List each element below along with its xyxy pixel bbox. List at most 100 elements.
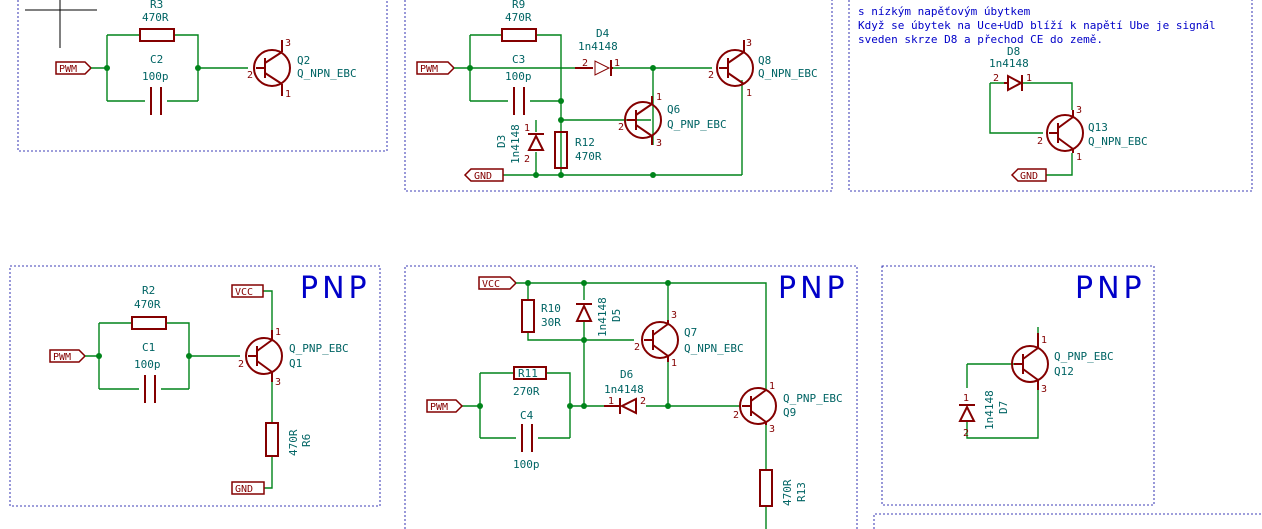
svg-text:1: 1 bbox=[614, 58, 620, 69]
q2-ref: Q2 bbox=[297, 54, 310, 67]
c4-ref: C4 bbox=[520, 409, 534, 422]
c2-capacitor bbox=[150, 87, 162, 115]
svg-text:1: 1 bbox=[963, 393, 969, 404]
q12-value: Q_PNP_EBC bbox=[1054, 350, 1114, 363]
r2-ref: R2 bbox=[142, 284, 155, 297]
frame-block-4 bbox=[9, 265, 381, 507]
svg-text:1: 1 bbox=[1041, 335, 1047, 346]
c3-capacitor bbox=[513, 87, 525, 115]
block-3-circuit: s nízkým napěťovým úbytkem Když se úbyte… bbox=[858, 5, 1216, 182]
r3-value: 470R bbox=[142, 11, 169, 24]
q9-transistor bbox=[739, 387, 777, 425]
svg-text:1: 1 bbox=[1026, 73, 1032, 84]
q6-ref: Q6 bbox=[667, 103, 680, 116]
c4-value: 100p bbox=[513, 458, 540, 471]
gnd-label-2: GND bbox=[474, 171, 492, 182]
q7-value: Q_NPN_EBC bbox=[684, 342, 744, 355]
block-6-title: PNP bbox=[1075, 271, 1146, 306]
pwm-label-5: PWM bbox=[430, 402, 448, 413]
q9-ref: Q9 bbox=[783, 406, 796, 419]
r9-value: 470R bbox=[505, 11, 532, 24]
svg-text:2: 2 bbox=[733, 410, 739, 421]
note-line-1: s nízkým napěťovým úbytkem bbox=[858, 5, 1031, 18]
pwm-label-2: PWM bbox=[420, 64, 438, 75]
svg-text:1: 1 bbox=[285, 89, 291, 100]
svg-text:2: 2 bbox=[238, 359, 244, 370]
gnd-label-4: GND bbox=[235, 484, 253, 495]
svg-text:3: 3 bbox=[656, 138, 662, 149]
block-4-circuit: PWM R2 470R C1 100p 2 1 3 Q_PNP_EBC Q1 4… bbox=[49, 284, 349, 495]
q12-transistor bbox=[1011, 345, 1049, 383]
vcc-port-5 bbox=[478, 276, 518, 290]
d5-ref: D5 bbox=[610, 309, 623, 322]
svg-text:1: 1 bbox=[656, 92, 662, 103]
r10-value: 30R bbox=[541, 316, 561, 329]
svg-text:3: 3 bbox=[275, 377, 281, 388]
c1-capacitor bbox=[144, 375, 156, 403]
svg-text:1: 1 bbox=[275, 327, 281, 338]
frame-block-5 bbox=[404, 265, 858, 529]
q13-transistor bbox=[1046, 114, 1084, 152]
r13-ref: R13 bbox=[795, 482, 808, 502]
d4-value: 1n4148 bbox=[578, 40, 618, 53]
q7-ref: Q7 bbox=[684, 326, 697, 339]
svg-text:2: 2 bbox=[524, 154, 530, 165]
r13-value: 470R bbox=[781, 479, 794, 506]
svg-text:2: 2 bbox=[618, 122, 624, 133]
d6-ref: D6 bbox=[620, 368, 633, 381]
q8-transistor bbox=[716, 49, 754, 87]
q13-value: Q_NPN_EBC bbox=[1088, 135, 1148, 148]
d7-ref: D7 bbox=[997, 401, 1010, 414]
svg-text:1: 1 bbox=[524, 123, 530, 134]
pwm-label-1: PWM bbox=[59, 64, 77, 75]
svg-text:3: 3 bbox=[746, 38, 752, 49]
block-5-circuit: VCC PWM R10 30R 1n4148 D5 2 3 1 Q7 Q_NPN… bbox=[426, 276, 843, 529]
svg-text:2: 2 bbox=[582, 58, 588, 69]
r9-resistor bbox=[501, 28, 537, 42]
vcc-label-4: VCC bbox=[235, 287, 253, 298]
q8-ref: Q8 bbox=[758, 54, 771, 67]
r3-ref: R3 bbox=[150, 0, 163, 11]
r6-value: 470R bbox=[287, 429, 300, 456]
q1-value: Q_PNP_EBC bbox=[289, 342, 349, 355]
r10-resistor bbox=[521, 299, 535, 333]
q9-value: Q_PNP_EBC bbox=[783, 392, 843, 405]
q12-ref: Q12 bbox=[1054, 365, 1074, 378]
block-4-title: PNP bbox=[300, 271, 371, 306]
r11-ref: R11 bbox=[518, 367, 538, 380]
svg-text:3: 3 bbox=[671, 310, 677, 321]
c2-ref: C2 bbox=[150, 53, 163, 66]
svg-text:2: 2 bbox=[1037, 136, 1043, 147]
r12-value: 470R bbox=[575, 150, 602, 163]
d8-value: 1n4148 bbox=[989, 57, 1029, 70]
svg-text:2: 2 bbox=[993, 73, 999, 84]
pwm-port-1 bbox=[55, 61, 93, 75]
r3-resistor bbox=[139, 28, 175, 42]
r11-value: 270R bbox=[513, 385, 540, 398]
svg-text:3: 3 bbox=[285, 38, 291, 49]
note-line-3: sveden skrze D8 a přechod CE do země. bbox=[858, 33, 1103, 46]
svg-text:2: 2 bbox=[634, 342, 640, 353]
frame-block-7 bbox=[873, 513, 1262, 529]
svg-text:3: 3 bbox=[1076, 105, 1082, 116]
c1-value: 100p bbox=[134, 358, 161, 371]
svg-text:2: 2 bbox=[963, 428, 969, 439]
svg-text:1: 1 bbox=[671, 358, 677, 369]
pwm-port-5 bbox=[426, 399, 464, 413]
d3-ref: D3 bbox=[495, 135, 508, 148]
r6-resistor bbox=[265, 422, 279, 457]
frame-block-3 bbox=[848, 0, 1253, 192]
gnd-port-2 bbox=[463, 168, 504, 182]
d8-ref: D8 bbox=[1007, 45, 1020, 58]
block-2-circuit: PWM R9 470R C3 100p 2 1 D4 1n4148 2 3 1 … bbox=[416, 0, 818, 182]
gnd-label-3: GND bbox=[1020, 171, 1038, 182]
q2-value: Q_NPN_EBC bbox=[297, 67, 357, 80]
c2-value: 100p bbox=[142, 70, 169, 83]
r13-resistor bbox=[759, 469, 773, 507]
svg-text:1: 1 bbox=[1076, 152, 1082, 163]
r12-ref: R12 bbox=[575, 136, 595, 149]
pwm-port-2 bbox=[416, 61, 456, 75]
block-6-circuit: 1 3 Q_PNP_EBC Q12 1 2 1n4148 D7 bbox=[958, 327, 1114, 439]
svg-text:2: 2 bbox=[247, 70, 253, 81]
svg-text:3: 3 bbox=[1041, 384, 1047, 395]
